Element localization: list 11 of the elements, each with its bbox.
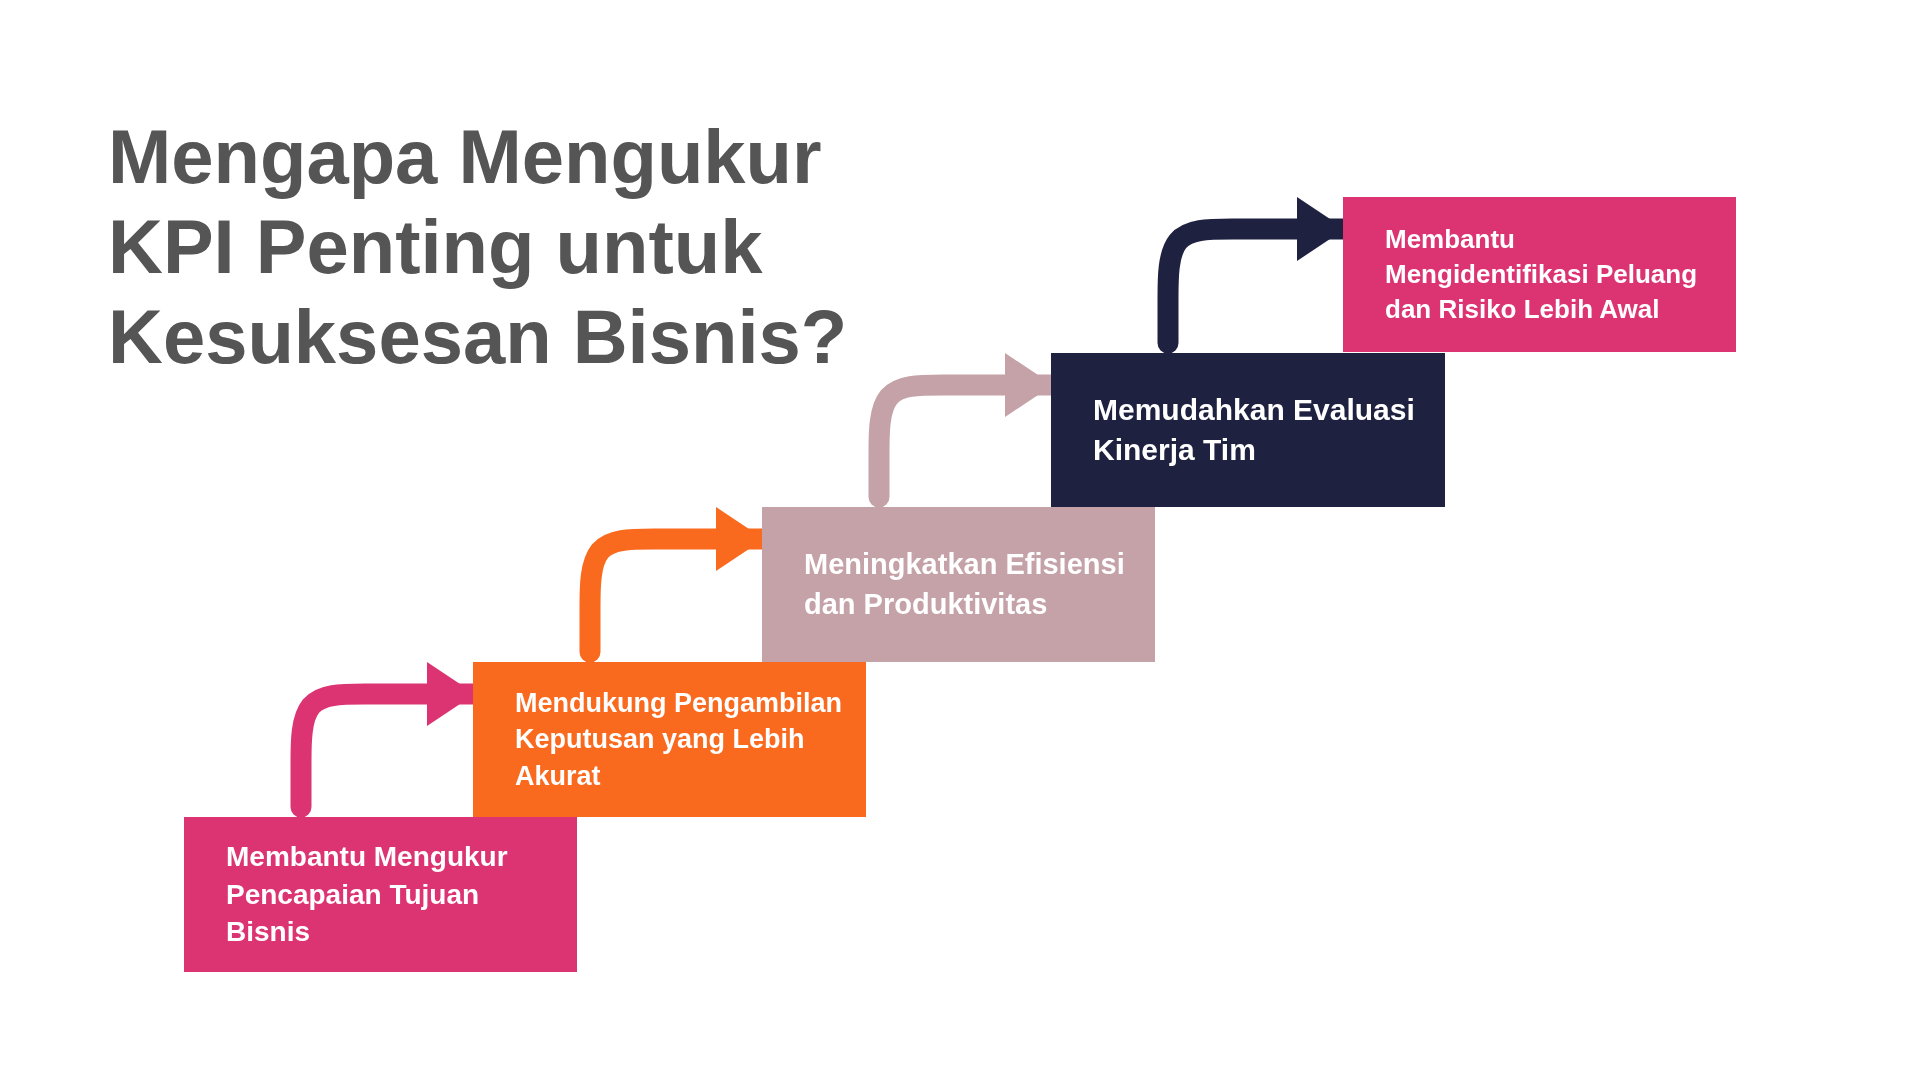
step-text: Memudahkan Evaluasi Kinerja Tim	[1093, 391, 1416, 468]
step-box	[473, 662, 866, 817]
step-box	[762, 507, 1155, 662]
step-text: Membantu Mengidentifikasi Peluang dan Risiko Lebih Awal	[1385, 222, 1699, 327]
step-text: Meningkatkan Efisiensi dan Produktivitas	[804, 547, 1126, 622]
step-box	[1343, 197, 1736, 352]
step-text: Mendukung Pengambilan Keputusan yang Lebih Akurat	[515, 686, 844, 793]
step-box	[1051, 353, 1445, 507]
title: Mengapa Mengukur KPI Penting untuk Kesuksesan Bisnis?	[108, 113, 849, 381]
step-text: Membantu Mengukur Pencapaian Tujuan Bisnis	[226, 839, 509, 950]
step-box	[184, 817, 577, 972]
